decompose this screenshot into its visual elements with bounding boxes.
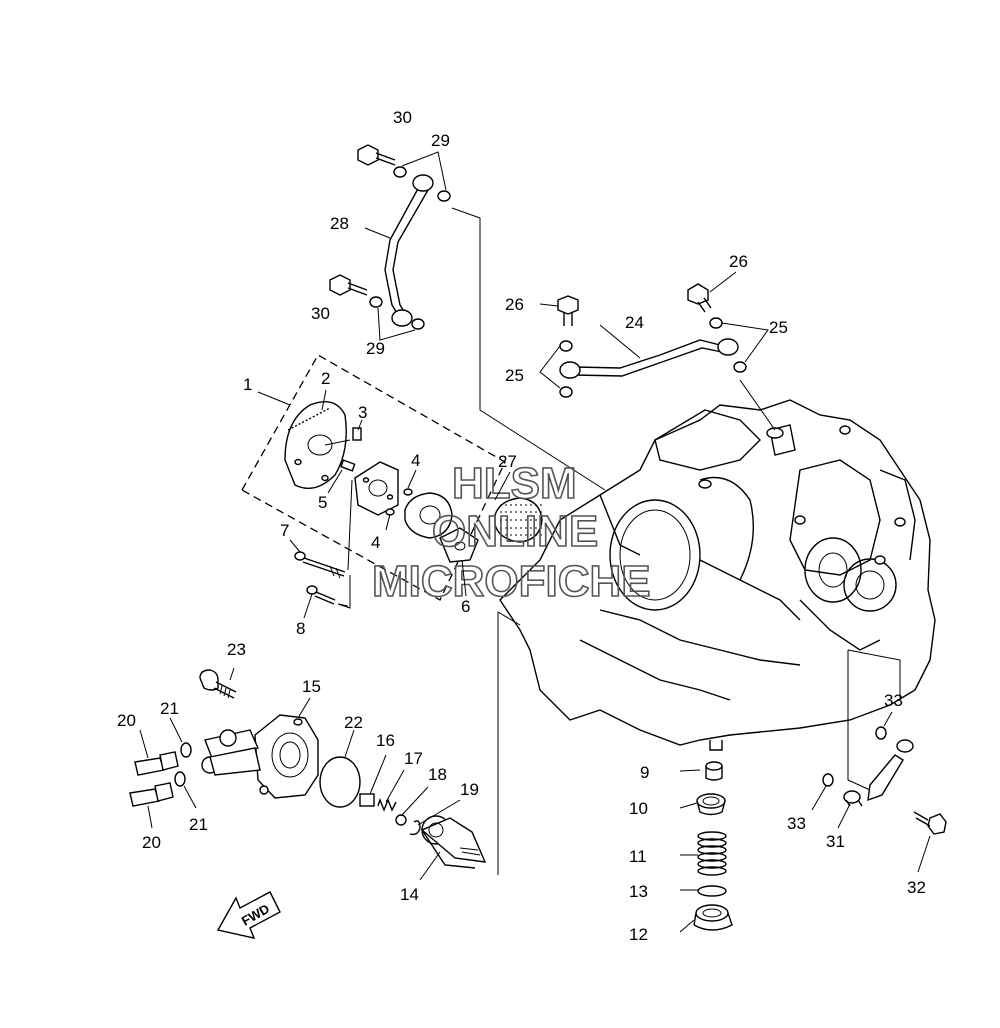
callout-6: 6 [461, 597, 470, 616]
filter-spring-seat [359, 793, 375, 807]
callout-17: 17 [404, 749, 423, 768]
pipe2-washer-1 [559, 340, 573, 352]
pipe2-washer-4 [733, 361, 747, 373]
callout-25-right: 25 [769, 318, 788, 337]
callout-16: 16 [376, 731, 395, 750]
callout-29-upper: 29 [431, 131, 450, 150]
callout-4-upper: 4 [411, 451, 420, 470]
oil-filter-cover [201, 714, 319, 799]
oil-pump-housing [284, 401, 351, 489]
callout-5: 5 [318, 493, 327, 512]
callout-33-lower: 33 [787, 814, 806, 833]
fitting-washer-1 [180, 742, 192, 758]
callout-20-lower: 20 [142, 833, 161, 852]
callout-18: 18 [428, 765, 447, 784]
callout-8: 8 [296, 619, 305, 638]
pump-rotor [404, 492, 453, 539]
watermark-line-1: HLSM [452, 459, 577, 508]
oil-pump-cover [354, 461, 399, 516]
callout-25-left: 25 [505, 366, 524, 385]
callout-27: 27 [498, 452, 517, 471]
callout-10: 10 [629, 799, 648, 818]
copper-washer-4 [411, 318, 425, 330]
callout-24: 24 [625, 313, 644, 332]
union-bolt-upper [357, 144, 396, 166]
callout-7: 7 [280, 521, 289, 540]
callout-28: 28 [330, 214, 349, 233]
oil-filter [420, 815, 487, 869]
watermark-line-2: ONLINE [432, 507, 598, 556]
pump-dowel-1 [403, 488, 413, 496]
copper-washer-2 [437, 190, 451, 202]
callout-1: 1 [243, 375, 252, 394]
callout-19: 19 [460, 780, 479, 799]
union-bolt-lower [329, 274, 368, 296]
fitting-washer-2 [174, 771, 186, 787]
filter-circlip [409, 820, 421, 836]
watermark: HLSM ONLINE MICROFICHE [371, 458, 651, 607]
strainer-plug [693, 904, 733, 931]
callout-11: 11 [629, 847, 647, 866]
watermark-line-3: MICROFICHE [372, 557, 651, 606]
oil-delivery-pipe-1 [384, 174, 434, 327]
callout-leaders [139, 227, 931, 933]
hose-bracket [843, 739, 914, 807]
bracket-washer-2 [822, 773, 834, 787]
callout-12: 12 [629, 925, 648, 944]
callout-14: 14 [400, 885, 419, 904]
callout-22: 22 [344, 713, 363, 732]
crankcase-assembly [499, 399, 936, 751]
dowel-pin [352, 427, 362, 441]
callout-21-lower: 21 [189, 815, 208, 834]
callout-20-upper: 20 [117, 711, 136, 730]
callout-4-lower: 4 [371, 533, 380, 552]
oil-delivery-pipe-2 [559, 338, 739, 379]
callout-21-upper: 21 [160, 699, 179, 718]
callout-26-left: 26 [505, 295, 524, 314]
filter-cover-o-ring [319, 756, 361, 808]
fitting-upper [134, 751, 179, 776]
pipe2-washer-3 [709, 317, 723, 329]
callout-numbers: 1 2 3 4 4 5 6 7 8 9 10 11 12 13 14 15 16… [117, 108, 926, 944]
strainer-spring [697, 831, 727, 876]
callout-23: 23 [227, 640, 246, 659]
filter-spring [377, 797, 397, 812]
callout-13: 13 [629, 882, 648, 901]
filter-cover-bolt [199, 669, 237, 699]
bracket-washer-1 [875, 726, 887, 740]
strainer-cap [696, 793, 726, 816]
pump-pin [340, 459, 356, 472]
callout-31: 31 [826, 832, 845, 851]
copper-washer-1 [393, 166, 407, 178]
callout-32: 32 [907, 878, 926, 897]
union-bolt-pipe2-right [687, 283, 712, 313]
pump-plate [439, 527, 479, 563]
pump-drive-gear [494, 497, 545, 543]
callout-15: 15 [302, 677, 321, 696]
callout-3: 3 [358, 403, 367, 422]
callout-30-upper: 30 [393, 108, 412, 127]
union-bolt-pipe2-left [557, 295, 579, 326]
callout-30-lower: 30 [311, 304, 330, 323]
bracket-bolt [913, 811, 947, 835]
fitting-lower [129, 782, 174, 807]
pump-bolt-long [294, 551, 346, 579]
callout-9: 9 [640, 763, 649, 782]
callout-29-lower: 29 [366, 339, 385, 358]
oil-pump-assembly-box [241, 354, 506, 601]
pump-bolt-short [306, 585, 336, 605]
strainer-o-ring [697, 885, 727, 897]
callout-33-upper: 33 [884, 691, 903, 710]
callout-2: 2 [321, 369, 330, 388]
filter-washer [395, 814, 407, 826]
copper-washer-3 [369, 296, 383, 308]
fwd-direction-arrow: FWD [216, 891, 281, 939]
pipe2-washer-2 [559, 386, 573, 398]
callout-26-right: 26 [729, 252, 748, 271]
strainer-bolt [705, 761, 723, 781]
